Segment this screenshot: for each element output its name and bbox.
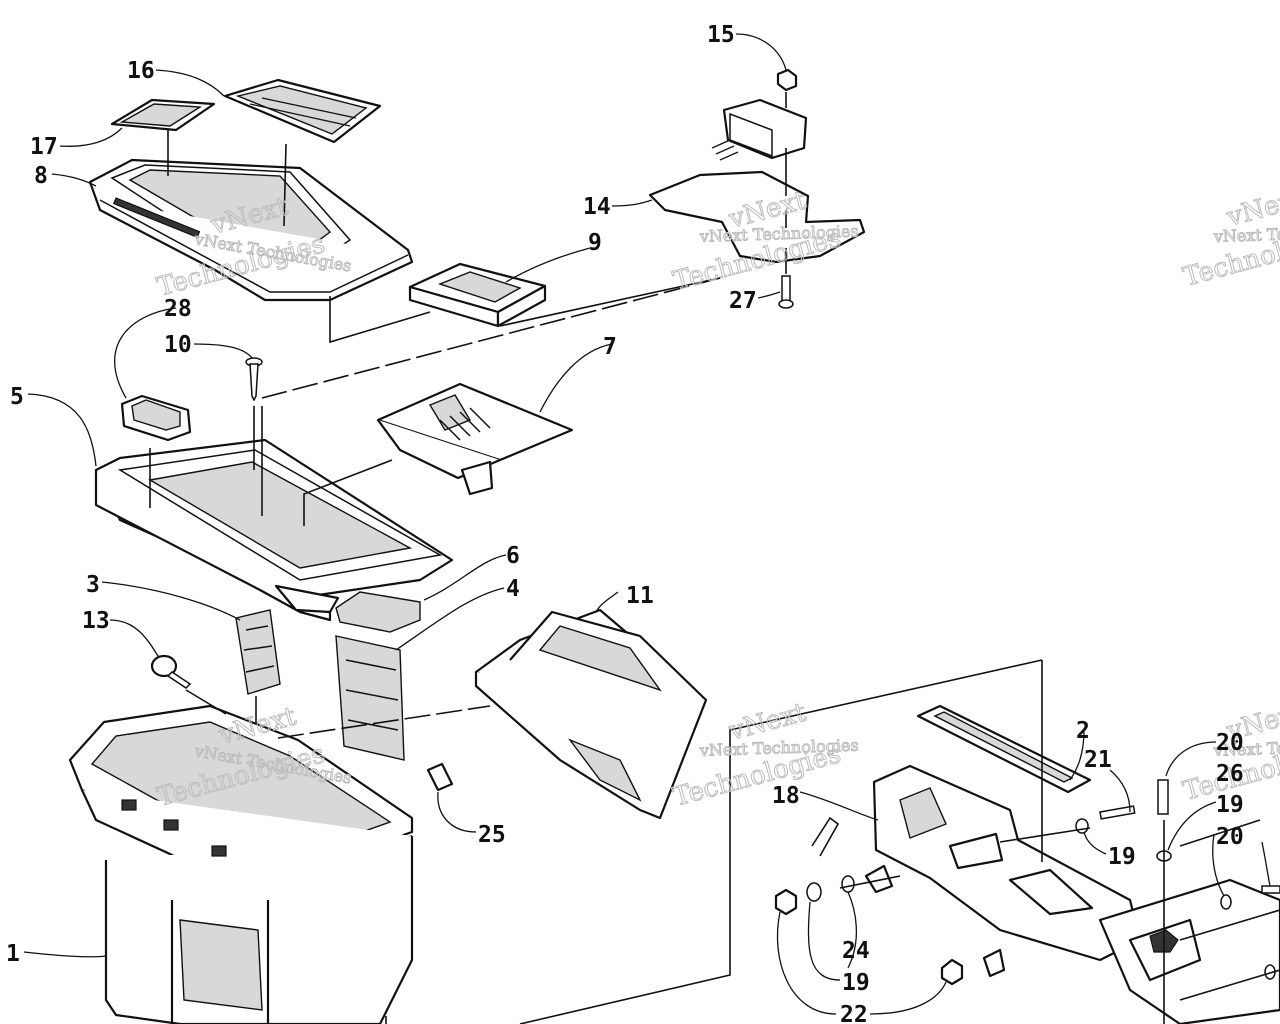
part-11-intake — [474, 608, 708, 820]
part-9-foam-pad — [408, 262, 547, 328]
callout-13: 13 — [82, 608, 110, 634]
callout-6: 6 — [506, 543, 520, 569]
electronic-module — [711, 98, 808, 161]
part-15-nut — [776, 68, 798, 92]
part-10-screw — [245, 357, 263, 402]
part-16-decal — [223, 78, 382, 144]
part-17-decal — [110, 98, 216, 132]
callout-28: 28 — [164, 296, 192, 322]
callout-labels: 15 16 17 8 14 9 27 28 10 7 5 6 3 4 11 13… — [6, 22, 1244, 1024]
part-6-foam — [335, 591, 421, 633]
callout-4: 4 — [506, 576, 520, 602]
part-4-foam — [335, 635, 405, 761]
part-2-gasket — [916, 704, 1092, 794]
part-8-lid — [88, 158, 414, 302]
part-5-tray — [94, 438, 454, 622]
part-18-housing — [872, 764, 1280, 1024]
callout-19b: 19 — [842, 970, 870, 996]
callout-22: 22 — [840, 1002, 868, 1024]
callout-15: 15 — [707, 22, 735, 48]
callout-19c: 19 — [1216, 792, 1244, 818]
part-14-bracket — [648, 170, 866, 264]
callout-8: 8 — [34, 163, 48, 189]
assembly-lines — [149, 92, 1280, 1024]
callout-3: 3 — [86, 572, 100, 598]
callout-21: 21 — [1084, 747, 1112, 773]
leader-lines — [23, 33, 1271, 1015]
callout-20a: 20 — [1216, 730, 1244, 756]
fasteners-lower — [774, 779, 1280, 986]
callout-11: 11 — [626, 583, 654, 609]
callout-27: 27 — [729, 288, 757, 314]
callout-25: 25 — [478, 822, 506, 848]
callout-24: 24 — [842, 938, 870, 964]
part-25-fitting — [426, 762, 454, 792]
bent-rod — [811, 816, 840, 857]
callout-17: 17 — [30, 134, 58, 160]
part-13-screw — [150, 654, 192, 689]
callout-19a: 19 — [1108, 844, 1136, 870]
callout-20b: 20 — [1216, 824, 1244, 850]
callout-16: 16 — [127, 58, 155, 84]
callout-1: 1 — [6, 941, 20, 967]
callout-2: 2 — [1076, 718, 1090, 744]
callout-9: 9 — [588, 230, 602, 256]
part-7-deflector — [376, 382, 574, 496]
callout-26: 26 — [1216, 761, 1244, 787]
callout-14: 14 — [583, 194, 611, 220]
callout-10: 10 — [164, 332, 192, 358]
callout-7: 7 — [603, 334, 617, 360]
part-28-grommet — [120, 394, 192, 442]
part-3-foam — [235, 609, 281, 695]
callout-18: 18 — [772, 783, 800, 809]
part-27-bolt — [778, 275, 794, 309]
part-1-airbox — [68, 704, 414, 1024]
callout-5: 5 — [10, 384, 24, 410]
